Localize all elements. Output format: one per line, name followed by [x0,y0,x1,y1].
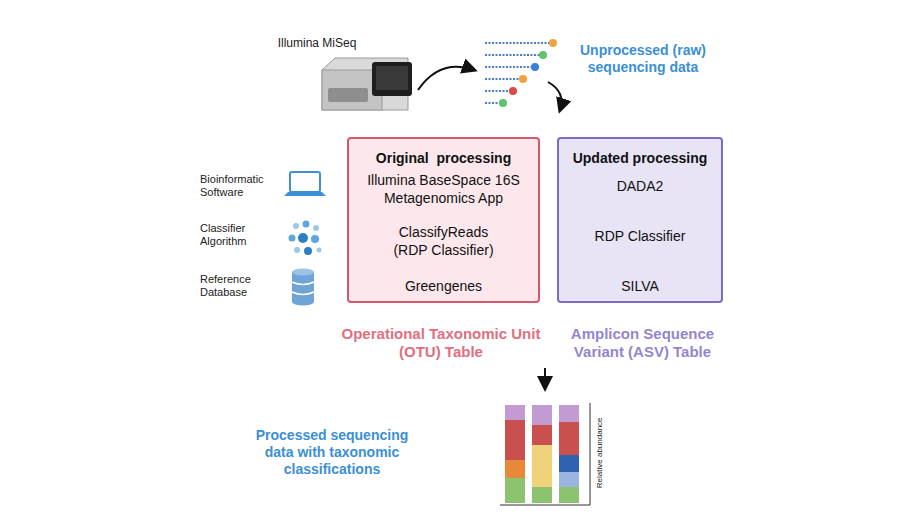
flow-arrow [548,82,562,110]
flow-arrow [418,67,474,90]
device-label: Illumina MiSeq [262,36,372,50]
processing-box: Original processingIllumina BaseSpace 16… [347,137,540,303]
processing-box: Updated processingDADA2RDP ClassifierSIL… [557,137,723,303]
box-text: SILVA [562,277,718,295]
read-dots [499,39,557,107]
box-text: Illumina BaseSpace 16S Metagenomics App [354,171,534,207]
box-text: ClassifyReads (RDP Classifier) [385,223,503,259]
reads-icon [485,43,550,103]
database-icon [292,269,314,306]
row-label: Bioinformatic Software [200,173,282,199]
table-label: Operational Taxonomic Unit (OTU) Table [332,325,550,361]
sequencer-icon [322,58,412,110]
classifier-icon [289,221,322,256]
flow-arrow [544,368,546,388]
laptop-icon [284,172,326,196]
table-label: Amplicon Sequence Variant (ASV) Table [555,325,730,361]
row-label: Reference Database [200,273,282,299]
step-title: Unprocessed (raw) sequencing data [568,42,718,76]
box-text: RDP Classifier [562,227,718,245]
box-heading: Original processing [354,149,534,167]
axis-label: Relative abundance [595,413,605,493]
box-text: DADA2 [562,177,718,195]
box-text: Greengenes [354,277,534,295]
step-title: Processed sequencing data with taxonomic… [252,427,412,477]
box-heading: Updated processing [562,149,718,167]
row-label: Classifier Algorithm [200,222,282,248]
bar-chart [500,403,590,505]
